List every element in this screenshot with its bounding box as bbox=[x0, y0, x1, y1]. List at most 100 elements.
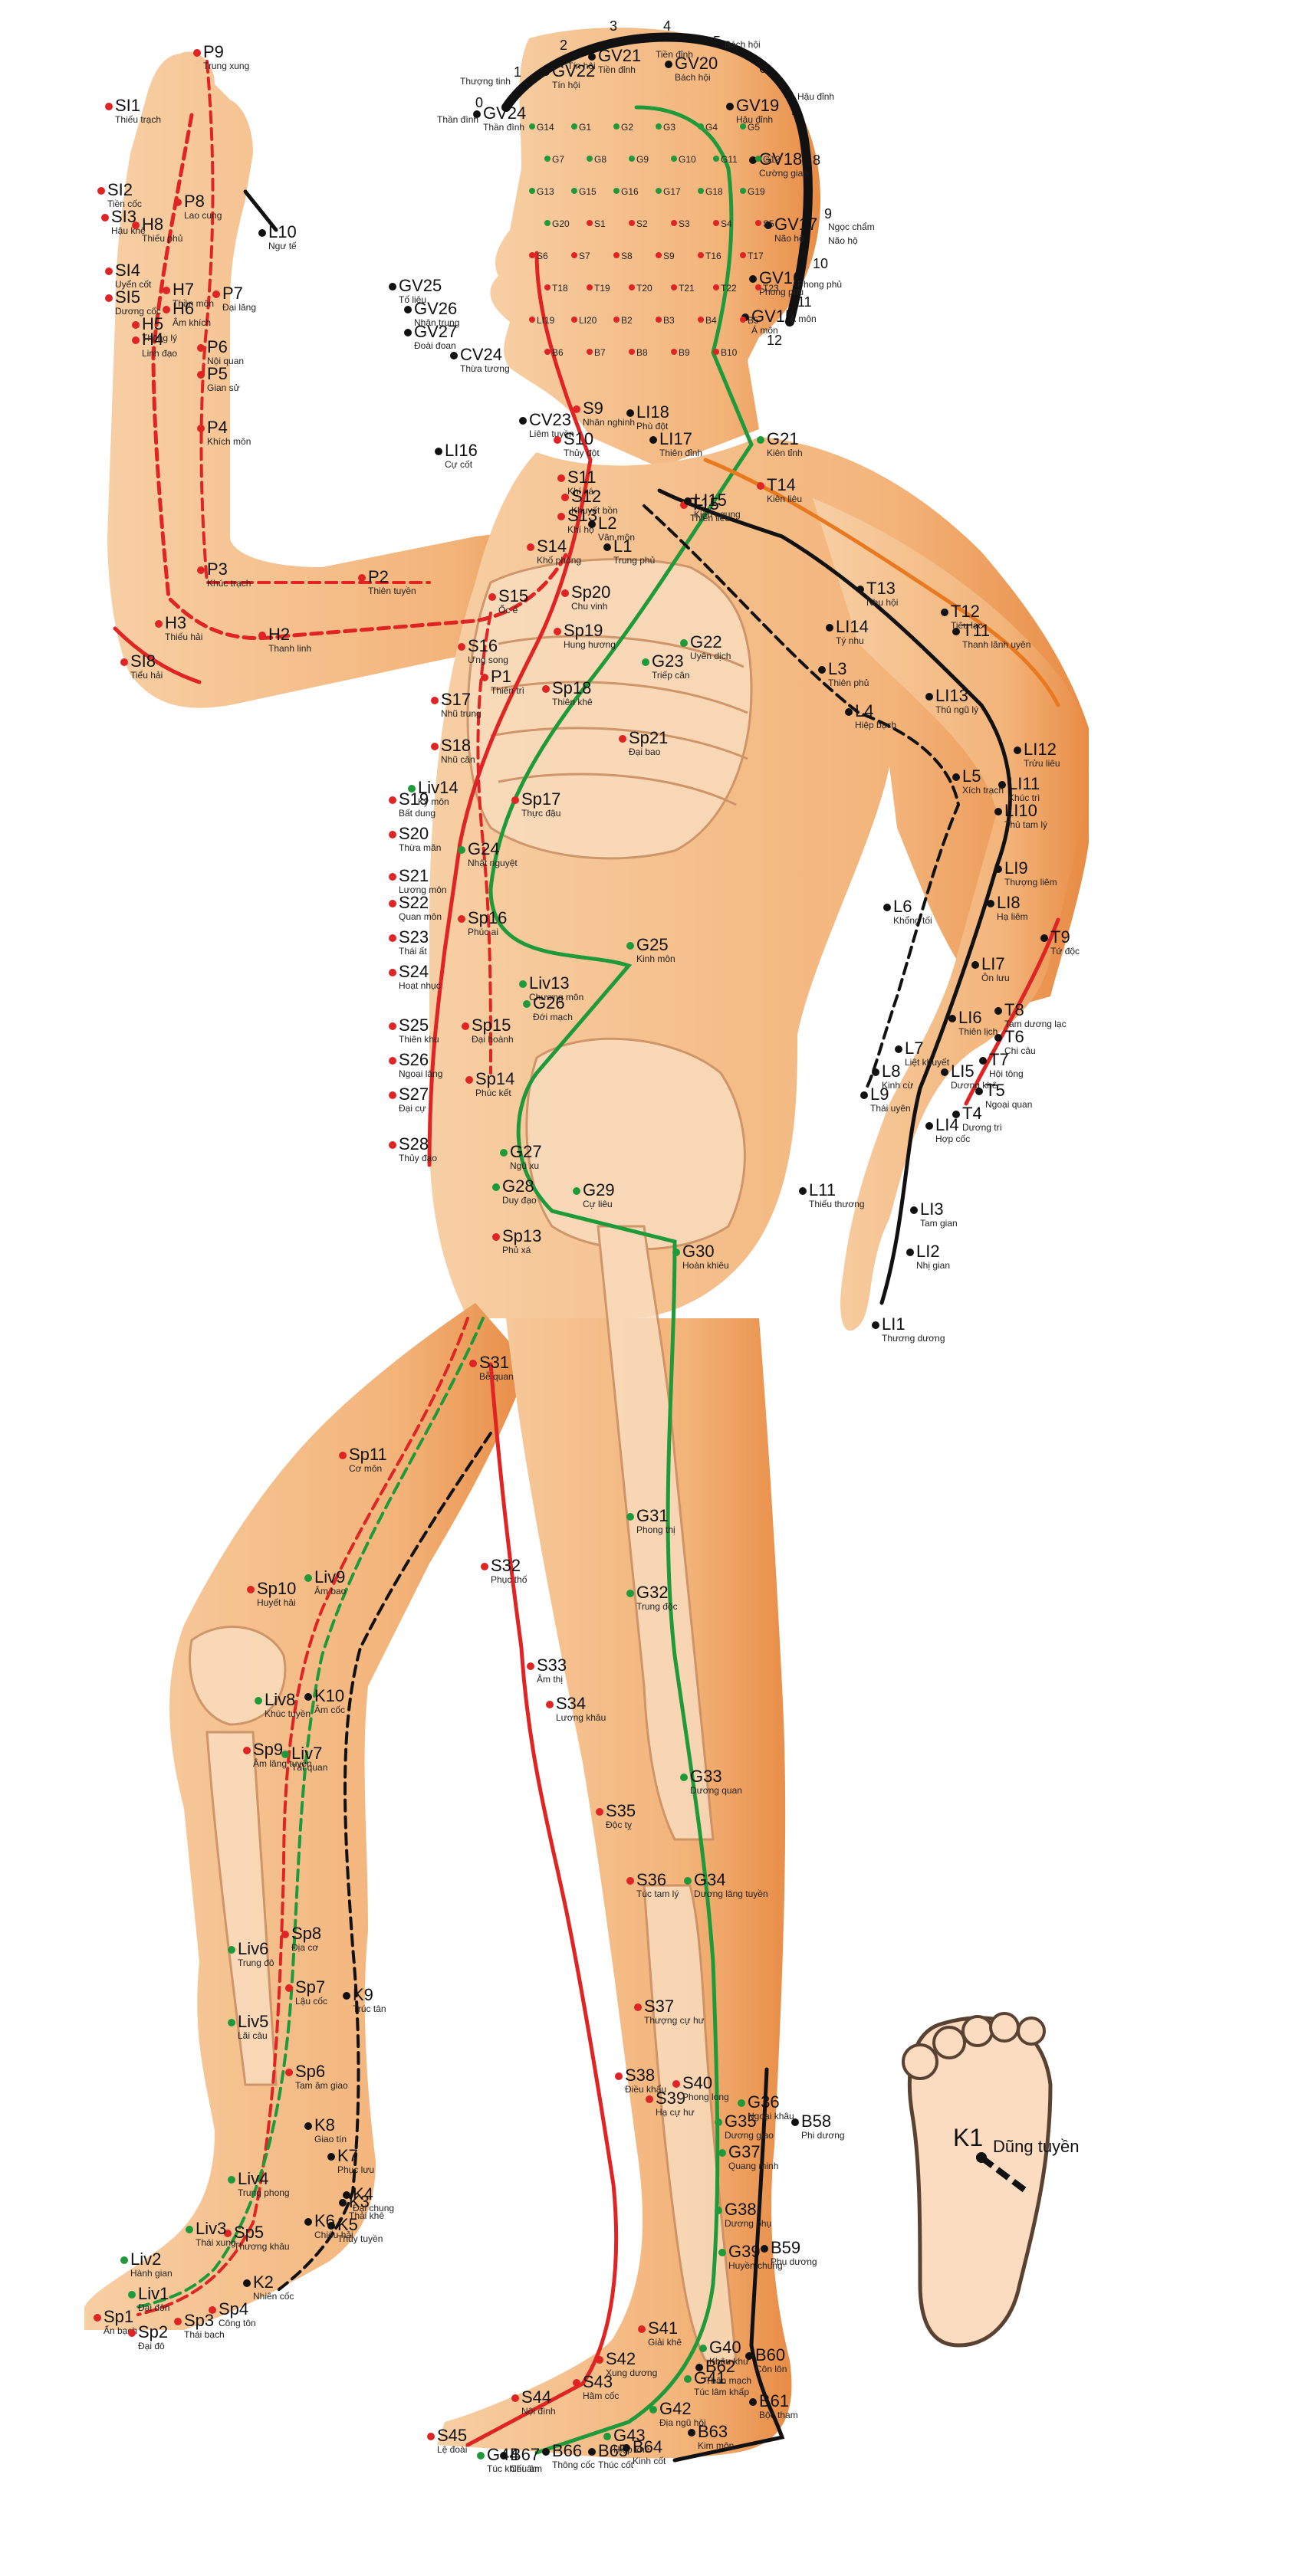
tibia-left bbox=[205, 1731, 278, 2086]
head-point-code: G4 bbox=[705, 122, 718, 133]
acupoint-dot bbox=[672, 1249, 680, 1256]
acupoint-name: Thủy đạo bbox=[399, 1153, 437, 1163]
acupoint-name: Chiếu hải bbox=[314, 2230, 353, 2240]
acupoint-code: S43 bbox=[583, 2372, 613, 2391]
acupoint-name: Thần đình bbox=[483, 122, 524, 133]
acupoint-name: Kiên ngung bbox=[694, 509, 741, 520]
acupoint-dot bbox=[757, 436, 764, 444]
acupoint-dot bbox=[404, 329, 412, 336]
head-number-label: 11 bbox=[797, 294, 812, 310]
acupoint-dot bbox=[619, 735, 626, 743]
acupoint-dot bbox=[458, 643, 465, 651]
acupoint-dot bbox=[826, 624, 833, 632]
acupoint-dot bbox=[629, 220, 635, 226]
acupoint-name: Huyết hải bbox=[257, 1597, 296, 1608]
acupoint-code: G26 bbox=[533, 993, 565, 1012]
acupoint-name: Thanh linh bbox=[268, 643, 311, 654]
acupoint-dot bbox=[542, 2448, 550, 2456]
acupoint-code: S16 bbox=[468, 636, 498, 655]
acupoint-code: Sp11 bbox=[349, 1445, 387, 1464]
acupoint-dot bbox=[450, 352, 458, 359]
acupoint-name: Túc lâm khấp bbox=[694, 2387, 749, 2397]
acupoint-code: LI12 bbox=[1024, 740, 1057, 759]
acupoint-dot bbox=[1014, 747, 1021, 754]
acupoint-dot bbox=[755, 284, 761, 290]
acupoint-code: L2 bbox=[598, 514, 616, 533]
acupoint-code: GV19 bbox=[736, 96, 779, 115]
acupoint-dot bbox=[791, 2118, 799, 2126]
head-point-code: G18 bbox=[705, 186, 723, 197]
head-point-g9: G9 bbox=[629, 154, 649, 165]
acupoint-dot bbox=[603, 2433, 611, 2440]
acupoint-dot bbox=[941, 609, 948, 616]
acupoint-code: S25 bbox=[399, 1016, 429, 1035]
acupoint-code: S33 bbox=[537, 1656, 567, 1675]
head-number-label: 2 bbox=[560, 38, 567, 53]
acupoint-code: Sp16 bbox=[468, 908, 507, 927]
acupoint-dot bbox=[699, 2345, 707, 2352]
head-name-than-dinh: Thần đình bbox=[437, 114, 478, 125]
acupoint-name: Nội quan bbox=[207, 356, 244, 366]
acupoint-name: Tam âm giao bbox=[295, 2080, 348, 2091]
acupoint-name: Nhật nguyệt bbox=[468, 858, 518, 868]
acupoint-dot bbox=[872, 1068, 879, 1076]
acupoint-code: G30 bbox=[682, 1242, 715, 1261]
acupoint-dot bbox=[671, 156, 677, 162]
acupoint-dot bbox=[431, 743, 439, 750]
acupoint-name: Nhân nghinh bbox=[583, 417, 635, 428]
acupoint-code: G42 bbox=[659, 2399, 692, 2418]
acupoint-dot bbox=[925, 1122, 933, 1130]
acupoint-name: Thượng cự hư bbox=[644, 2015, 705, 2026]
acupoint-code: B64 bbox=[633, 2437, 662, 2456]
acupoint-dot bbox=[529, 188, 535, 194]
acupoint-code: Liv3 bbox=[196, 2219, 226, 2238]
head-point-s5: S5 bbox=[755, 218, 774, 229]
acupoint-code: Sp18 bbox=[552, 678, 591, 697]
acupoint-dot bbox=[197, 371, 205, 379]
acupoint-name: Thương dương bbox=[882, 1333, 945, 1344]
acupoint-dot bbox=[228, 2176, 235, 2184]
head-point-code: S3 bbox=[679, 218, 690, 229]
acupoint-dot bbox=[571, 252, 577, 258]
sole-name: Dũng tuyền bbox=[993, 2137, 1080, 2156]
acupoint-name: Thân mạch bbox=[705, 2375, 751, 2386]
acupoint-dot bbox=[247, 1586, 255, 1593]
head-point-code: LI20 bbox=[579, 315, 597, 326]
acupoint-dot bbox=[588, 520, 596, 528]
acupoint-dot bbox=[941, 1068, 948, 1076]
acupoint-name: Tiểu hải bbox=[130, 670, 163, 681]
acupoint-code: G37 bbox=[728, 2142, 761, 2161]
acupoint-code: L5 bbox=[962, 766, 981, 786]
acupoint-name: Kinh môn bbox=[636, 953, 675, 964]
head-point-g14: G14 bbox=[529, 122, 554, 133]
acupoint-dot bbox=[671, 349, 677, 355]
acupoint-code: S14 bbox=[537, 537, 567, 556]
acupoint-dot bbox=[529, 252, 535, 258]
acupoint-name: Đại đôn bbox=[138, 2302, 169, 2313]
head-number-label: 6 bbox=[759, 61, 767, 76]
acupoint-dot bbox=[860, 1091, 868, 1099]
acupoint-name: Ngoại lăng bbox=[399, 1068, 442, 1079]
head-point-code: T21 bbox=[679, 283, 695, 294]
